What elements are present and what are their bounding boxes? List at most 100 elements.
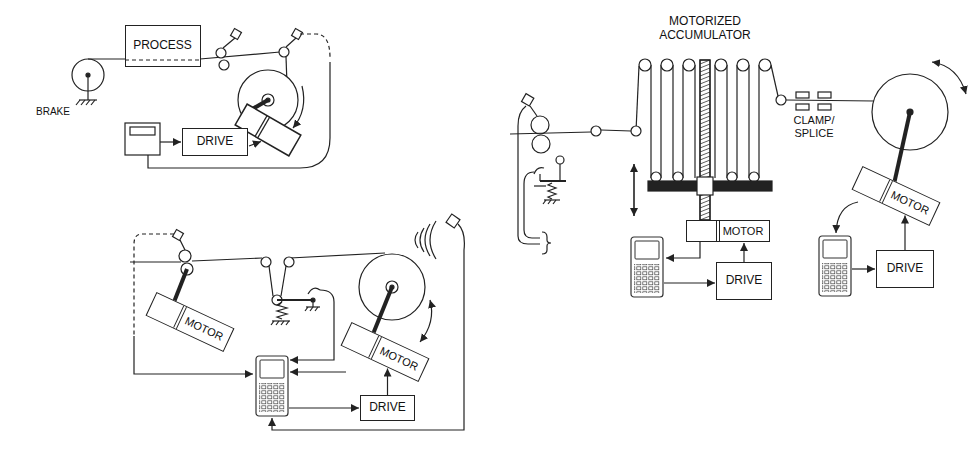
- power-connector: [904, 216, 905, 250]
- encoder-sensor: [231, 29, 242, 40]
- web-path: [650, 65, 651, 178]
- web-path: [736, 65, 737, 178]
- clamp-splice: [796, 92, 809, 98]
- web-path: [88, 58, 125, 59]
- nip-rolls: [216, 47, 289, 70]
- rotation-arrow: [932, 62, 966, 94]
- motor-stripe: [879, 180, 890, 202]
- power-connector: [387, 369, 388, 395]
- web-path: [694, 65, 695, 178]
- dancer-rollers: [284, 257, 294, 267]
- motor-stripe: [716, 221, 717, 241]
- encoder-sensor: [522, 94, 537, 116]
- motor-stripe: [368, 336, 379, 358]
- accumulator-rollers: [776, 95, 786, 105]
- nip-rolls: [216, 48, 226, 58]
- nip-rolls: [219, 60, 229, 70]
- web-path: [786, 100, 874, 101]
- encoder-sensor: [223, 38, 235, 48]
- feedback-line: [518, 106, 540, 244]
- dancer-arm: [556, 156, 564, 164]
- accumulator-rollers: [737, 59, 749, 71]
- box-label: DRIVE: [197, 135, 234, 149]
- nip-rolls: [532, 135, 550, 153]
- clamp-splice: [818, 104, 831, 110]
- dancer-arm: [534, 185, 546, 186]
- web-path: [130, 261, 181, 262]
- nip-rolls: [279, 47, 289, 57]
- web-path: [130, 253, 385, 296]
- web-path: [510, 132, 591, 134]
- controller-symbol: [631, 237, 663, 297]
- accumulator-carriage: [648, 177, 772, 195]
- box-label: DRIVE: [369, 401, 406, 415]
- motor-box: MOTOR: [341, 322, 430, 382]
- web-path: [269, 266, 273, 296]
- encoder-sensor: [522, 94, 534, 106]
- dancer-rollers: [261, 257, 271, 267]
- web-path: [748, 65, 749, 178]
- part-label: BRAKE: [26, 106, 80, 118]
- web-path: [726, 65, 727, 178]
- clamp-splice: [796, 92, 831, 110]
- web-path: [281, 266, 286, 296]
- encoder-sensor: [530, 106, 537, 116]
- lead-screw: [700, 60, 710, 220]
- drive-box: DRIVE: [876, 250, 934, 288]
- rotation-arrow: [420, 300, 432, 342]
- controller-box: [125, 123, 160, 155]
- accumulator-rollers: [661, 59, 673, 71]
- feedback-line: [290, 290, 334, 360]
- signal-line: [160, 141, 181, 142]
- encoder-sensor: [286, 38, 296, 47]
- encoder-sensor: [223, 29, 302, 48]
- feedback-line: [524, 172, 540, 238]
- feedback-line: [272, 224, 464, 430]
- rotation-arrow: [293, 86, 304, 128]
- controller-box: [130, 127, 155, 135]
- web-path: [771, 65, 778, 96]
- signal-line: [249, 142, 261, 147]
- nip-rolls: [531, 116, 549, 134]
- accumulator-rollers: [631, 126, 641, 136]
- dancer-arm: [539, 174, 540, 181]
- motor-box: MOTOR: [146, 292, 235, 352]
- motor-box: MOTOR: [686, 220, 771, 242]
- motor-shaft: [174, 269, 187, 302]
- brake-roll: [76, 100, 95, 105]
- ultrasonic-sensor: [420, 228, 424, 252]
- dancer-arm: [271, 288, 320, 325]
- motor-stripe: [719, 221, 720, 241]
- dancer-arm: [534, 156, 566, 204]
- process-box: PROCESS: [125, 25, 201, 67]
- web-path: [682, 65, 683, 178]
- part-label: CLAMP/ SPLICE: [787, 114, 841, 140]
- power-connector: [743, 243, 744, 262]
- encoder-sensor: [173, 230, 185, 250]
- encoder-sensor: [180, 240, 185, 250]
- nip-rolls: [179, 250, 191, 262]
- motor-stripe: [173, 306, 184, 328]
- motor-label: MOTOR: [183, 314, 225, 343]
- brake-roll: [87, 75, 88, 100]
- dancer-arm: [271, 321, 289, 325]
- dancer-arm: [272, 320, 290, 321]
- controller-symbol: [256, 356, 288, 416]
- web-path: [758, 65, 759, 178]
- web-path: [672, 65, 673, 178]
- dancer-arm: [540, 180, 566, 182]
- motor-label: MOTOR: [723, 225, 764, 238]
- signal-line: [852, 268, 875, 269]
- feedback-line: [290, 371, 346, 372]
- motor-symbol: [258, 117, 270, 138]
- accumulator-carriage: [697, 177, 713, 195]
- web-path: [636, 66, 639, 131]
- dancer-arm: [277, 299, 312, 301]
- signal-line: [289, 407, 359, 408]
- web-path: [200, 52, 280, 59]
- travel-arrow: [633, 164, 635, 216]
- feedback-line: [300, 34, 330, 58]
